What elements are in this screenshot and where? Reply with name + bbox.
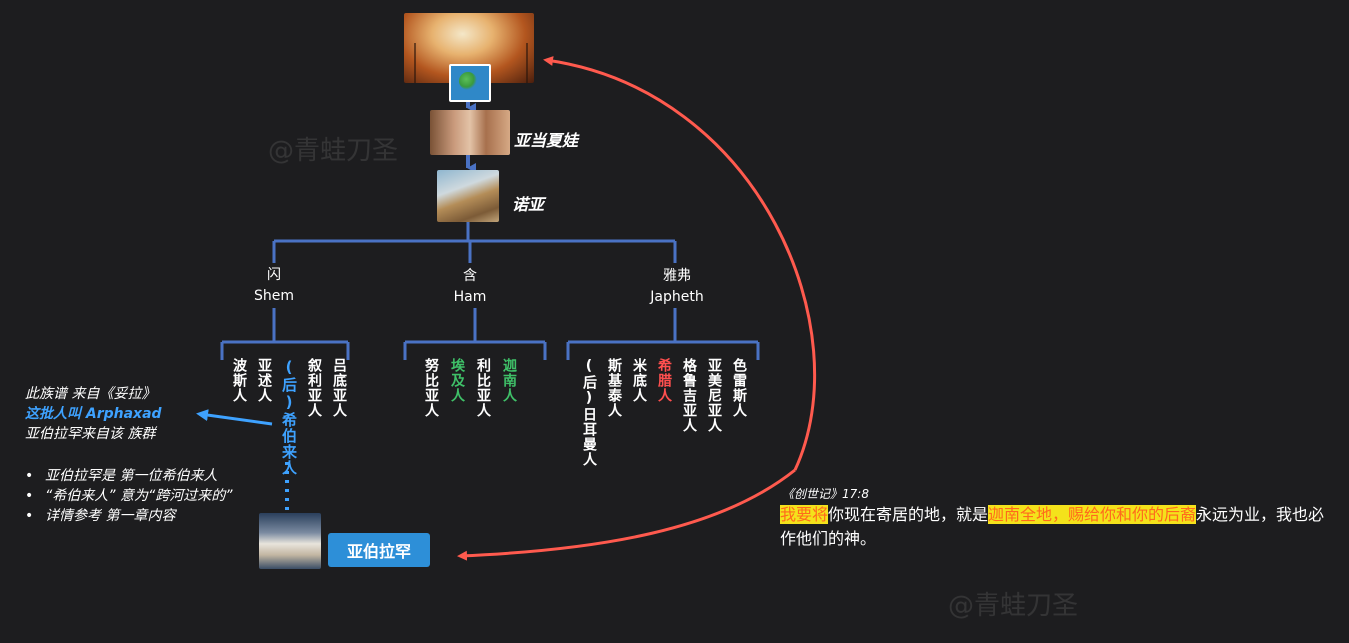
people-libyans: 利比亚人 [475,358,491,418]
shem-en: Shem [253,288,294,304]
people-medes: 米底人 [631,358,647,403]
watermark-top: @青蛙刀圣 [268,136,399,166]
red-curve-to-abraham [457,468,796,561]
verse-part-2: 你现在寄居的地，就是 [828,505,989,524]
people-egyptians: 埃及人 [449,358,465,403]
people-thracians: 色雷斯人 [731,358,747,418]
blue-arrow-to-note [196,409,273,426]
verse-reference: 《创世记》17:8 [782,487,869,501]
red-curve-to-creation [543,56,817,471]
japheth-cn: 雅弗 [663,268,691,284]
bullet-3: 详情参考 第一章内容 [25,506,232,526]
japheth-peoples: (后)日耳曼人 斯基泰人 米底人 希腊人 格鲁吉亚人 亚美尼亚人 色雷斯人 [578,358,749,467]
people-scythians: 斯基泰人 [606,358,622,418]
people-persians: 波斯人 [231,358,247,403]
note-line-3: 亚伯拉罕来自该 族群 [25,426,156,442]
arphaxad-note: 此族谱 来自《妥拉》 这批人叫 Arphaxad 亚伯拉罕来自该 族群 [25,384,162,444]
branch-ham: 含 Ham [410,266,530,308]
people-armenians: 亚美尼亚人 [706,358,722,433]
people-lydians: 吕底亚人 [331,358,347,418]
ham-cn: 含 [463,268,477,284]
watermark-bottom: @青蛙刀圣 [948,591,1079,621]
shem-cn: 闪 [267,267,281,283]
bullet-2: “希伯来人” 意为“跨河过来的” [25,486,232,506]
abraham-image [259,513,321,569]
noah-label: 诺亚 [512,195,545,214]
people-nubians: 努比亚人 [423,358,439,418]
verse-part-3: 迦南全地，赐给你和你的后裔 [988,505,1197,524]
abraham-bullets: 亚伯拉罕是 第一位希伯来人 “希伯来人” 意为“跨河过来的” 详情参考 第一章内… [25,466,232,526]
ham-en: Ham [453,289,487,305]
noah-image [437,170,499,222]
people-hebrews: (后)希伯来人 [280,358,298,476]
globe-icon [449,64,491,102]
people-syrians: 叙利亚人 [306,358,322,418]
people-germans: (后)日耳曼人 [581,358,597,467]
people-canaanites: 迦南人 [501,358,517,403]
people-assyrians: 亚述人 [256,358,272,403]
verse-part-1: 我要将 [780,505,829,524]
adam-eve-image [430,110,510,155]
abraham-label: 亚伯拉罕 [328,533,430,567]
japheth-en: Japheth [650,289,704,305]
branch-shem: 闪 Shem [214,265,334,307]
branch-japheth: 雅弗 Japheth [617,266,737,308]
ham-peoples: 努比亚人 埃及人 利比亚人 迦南人 [420,358,519,418]
verse-text: 我要将你现在寄居的地，就是迦南全地，赐给你和你的后裔永远为业，我也必作他们的神。 [780,503,1325,551]
people-greeks: 希腊人 [656,358,672,403]
people-georgians: 格鲁吉亚人 [681,358,697,433]
note-line-2: 这批人叫 Arphaxad [25,406,162,422]
adam-eve-label: 亚当夏娃 [514,131,579,150]
verse-part-4: 永远为业，我也必作他们的神。 [780,505,1325,548]
note-line-1: 此族谱 来自《妥拉》 [25,386,156,402]
bullet-1: 亚伯拉罕是 第一位希伯来人 [25,466,232,486]
shem-peoples: 波斯人 亚述人 (后)希伯来人 叙利亚人 吕底亚人 [228,358,349,476]
